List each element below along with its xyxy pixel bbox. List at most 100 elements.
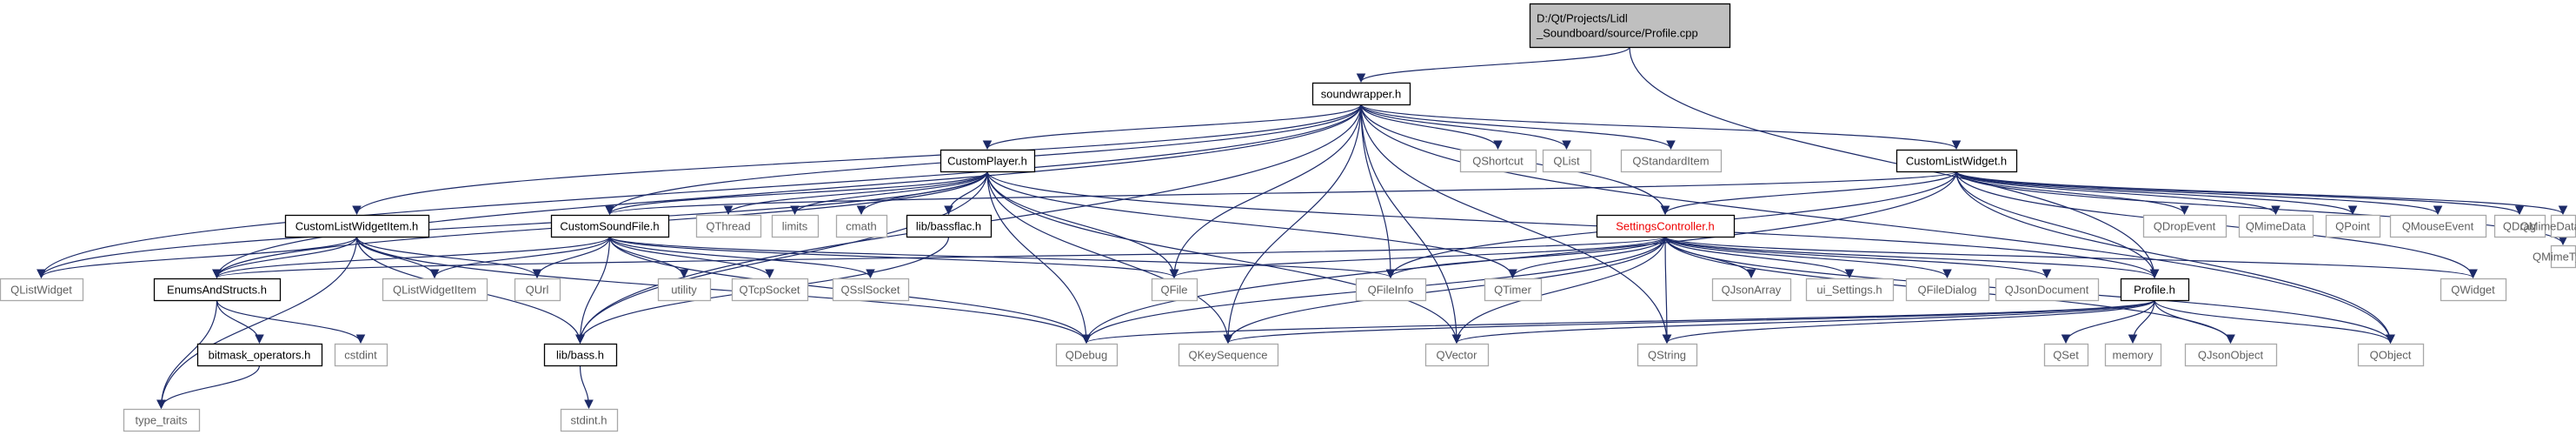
node-box [2238, 214, 2314, 238]
node-qstandarditem: QStandardItem [1620, 149, 1723, 173]
node-label: QShortcut [1472, 155, 1524, 168]
node-label: D:/Qt/Projects/Lidl [1537, 12, 1628, 25]
node-box [2440, 278, 2507, 302]
edge-soundwrapper-to-qfile [1169, 104, 1362, 279]
edge-customlistwidget-to-qobject [1955, 171, 2395, 345]
node-label: CustomListWidget.h [1906, 155, 2007, 168]
edge-customplayer-to-qdebug [986, 171, 1092, 345]
node-label: QMimeDataBase [2520, 220, 2576, 233]
node-customsoundfile: CustomSoundFile.h [550, 214, 670, 238]
node-label: QJsonDocument [2005, 284, 2089, 297]
node-box [1151, 278, 1198, 302]
node-label: QThread [706, 220, 750, 233]
edge-soundwrapper-to-customlistwidgetitem [352, 104, 1362, 216]
node-bitmask: bitmask_operators.h [196, 343, 323, 367]
node-box [2389, 214, 2487, 238]
node-label: bitmask_operators.h [209, 349, 311, 362]
edge-soundwrapper-to-customplayer [982, 104, 1362, 151]
node-qtcpsocket: QTcpSocket [731, 278, 809, 302]
node-box [835, 214, 888, 238]
node-utility: utility [657, 278, 712, 302]
node-box [906, 214, 993, 238]
node-label: cstdint [344, 349, 377, 362]
edge-customsoundfile-to-qtcpsocket [608, 236, 774, 279]
node-label: QWidget [2451, 284, 2495, 297]
node-box [2142, 214, 2227, 238]
node-box [1596, 214, 1736, 238]
edge-settingscontroller-to-uisettings [1664, 236, 1855, 279]
node-typetraits: type_traits [123, 408, 201, 432]
edge-soundwrapper-to-qobject [1360, 104, 2395, 345]
edge-profile_h-to-qkeysequence [1224, 299, 2155, 345]
node-box [2120, 278, 2190, 302]
edge-customlistwidget-to-settingscontroller [1660, 171, 1957, 216]
node-qdropevent: QDropEvent [2142, 214, 2227, 238]
node-label: CustomSoundFile.h [560, 220, 659, 233]
node-box [832, 278, 910, 302]
node-label: QDrag [2503, 220, 2536, 233]
edge-customplayer-to-limits [790, 171, 988, 216]
edge-customlistwidget-to-qdropevent [1955, 171, 2189, 216]
node-box [2043, 343, 2089, 367]
node-label: _Soundboard/source/Profile.cpp [1536, 27, 1698, 40]
nodes-layer: D:/Qt/Projects/Lidl _Soundboard/source/Pr… [0, 3, 2576, 432]
edge-profile_h-to-qstring [1662, 299, 2155, 345]
node-qmimetype: QMimeType [2533, 244, 2576, 269]
edge-customlistwidgetitem-to-typetraits [156, 236, 358, 410]
node-qstring: QString [1637, 343, 1698, 367]
edge-soundwrapper-to-customlistwidget [1360, 104, 1962, 151]
node-box [771, 214, 820, 238]
node-box [1529, 3, 1731, 49]
edge-libbass-to-stdinth [579, 365, 594, 410]
node-box [1620, 149, 1723, 173]
node-label: QJsonObject [2198, 349, 2264, 362]
node-label: QVector [1437, 349, 1478, 362]
node-label: QDebug [1066, 349, 1107, 362]
node-box [2550, 244, 2576, 269]
node-box [560, 408, 619, 432]
edge-customsoundfile-to-libbass [575, 236, 611, 345]
node-label: QSslSocket [841, 284, 900, 297]
node-label: QSet [2053, 349, 2079, 362]
node-qjsonobject: QJsonObject [2184, 343, 2278, 367]
node-qmimedatabase: QMimeDataBase [2520, 214, 2576, 238]
node-label: QString [1648, 349, 1686, 362]
node-qkeysequence: QKeySequence [1178, 343, 1279, 367]
edge-enumsandstructs-to-typetraits [156, 299, 218, 410]
node-qfile: QFile [1151, 278, 1198, 302]
edge-soundwrapper-to-qlist [1360, 104, 1571, 151]
node-label: EnumsAndStructs.h [167, 284, 267, 297]
node-label: QObject [2370, 349, 2412, 362]
node-label: lib/bass.h [556, 349, 604, 362]
node-label: QFileInfo [1368, 284, 1414, 297]
node-label: memory [2113, 349, 2154, 362]
node-settingscontroller: SettingsController.h [1596, 214, 1736, 238]
edge-customlistwidget-to-qmouseevent [1955, 171, 2443, 216]
edge-settingscontroller-to-enumsandstructs [212, 236, 1666, 279]
edge-soundwrapper-to-qkeysequence [1223, 104, 1362, 345]
node-label: ui_Settings.h [1816, 284, 1882, 297]
node-box [2493, 214, 2546, 238]
edge-customsoundfile-to-qurl [532, 236, 611, 279]
node-label: QJsonArray [1722, 284, 1782, 297]
node-label: QFileDialog [1918, 284, 1977, 297]
edge-profile_h-to-memory [2128, 299, 2155, 345]
node-stdinth: stdint.h [560, 408, 619, 432]
node-label: utility [671, 284, 697, 297]
node-label: QStandardItem [1632, 155, 1709, 168]
node-label: QKeySequence [1188, 349, 1267, 362]
edge-customlistwidget-to-qpoint [1955, 171, 2358, 216]
edge-customlistwidget-to-customsoundfile [605, 171, 1957, 216]
node-label: stdint.h [571, 414, 607, 427]
edge-soundwrapper-to-qstandarditem [1360, 104, 1676, 151]
node-qvector: QVector [1424, 343, 1490, 367]
node-label: QMouseEvent [2402, 220, 2474, 233]
node-qmimedata: QMimeData [2238, 214, 2314, 238]
node-label: cmath [846, 220, 876, 233]
node-box [2184, 343, 2278, 367]
edge-soundwrapper-to-enumsandstructs [212, 104, 1362, 279]
edge-customplayer-to-qthread [723, 171, 988, 216]
node-box [196, 343, 323, 367]
edge-profile_h-to-qdebug [1082, 299, 2155, 345]
edge-customlistwidget-to-qmimedatabase [1955, 171, 2568, 216]
